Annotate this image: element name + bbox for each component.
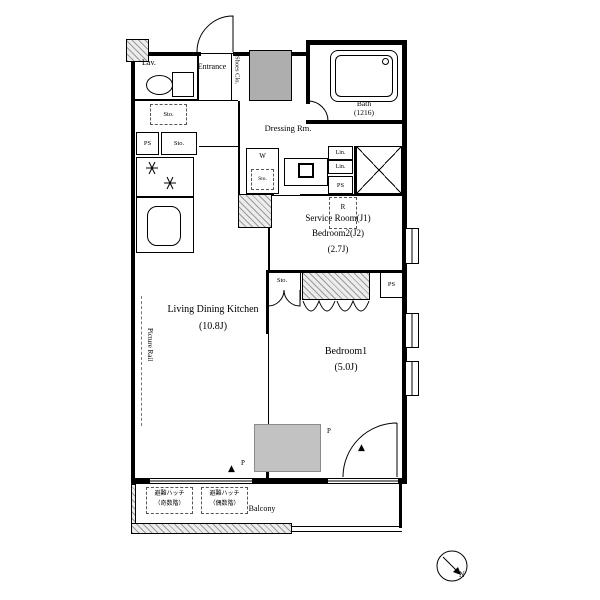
storage-upper-label: Sto.	[163, 111, 174, 118]
bedroom1-label: Bedroom1	[324, 346, 368, 357]
entrance-step-line	[199, 100, 238, 101]
side-window-bedroom-upper	[405, 313, 419, 348]
wall-bath-bottom	[306, 120, 406, 124]
linen-2-label: Lin.	[335, 164, 346, 170]
kitchen-stove	[136, 157, 194, 197]
side-window-service	[405, 228, 419, 264]
balcony-railing	[292, 526, 402, 532]
wall-closet-separator	[300, 272, 301, 300]
side-window-bedroom-lower	[405, 361, 419, 396]
window-bedroom-balcony	[328, 478, 398, 484]
compass-needle	[442, 556, 458, 572]
entrance-threshold-line	[201, 53, 233, 54]
wall-left	[131, 52, 135, 484]
ldk-area-label: (10.8J)	[198, 321, 228, 332]
ldk-label: Living Dining Kitchen	[167, 304, 259, 315]
toilet-tank	[172, 72, 194, 97]
wall-dressing-left	[238, 101, 240, 195]
evacuation-hatch-odd: 避難ハッチ （奇数階）	[146, 487, 193, 514]
storage-box-left: Sto.	[161, 132, 197, 155]
ldk-bedroom-sliding-door	[268, 334, 269, 430]
entrance-door-arc	[196, 15, 234, 53]
pipe-space-left-label: PS	[143, 140, 152, 147]
picture-rail-label: Picture Rail	[146, 328, 155, 362]
evacuation-hatch-odd-line1: 避難ハッチ	[154, 491, 185, 497]
evacuation-hatch-odd-line2: （奇数階）	[154, 501, 185, 507]
pipe-label-bedroom: P	[327, 427, 331, 435]
closet-row-storage-label: Sto.	[276, 277, 288, 284]
evacuation-hatch-even: 避難ハッチ （偶数階）	[201, 487, 248, 514]
washer-label: W	[259, 152, 266, 160]
window-marker-bedroom: ▲	[358, 443, 365, 453]
hall-step-line	[199, 146, 238, 147]
pipe-space-dressing-label: PS	[336, 182, 345, 189]
window-ldk-balcony	[150, 478, 252, 484]
storage-left-label: Sto.	[173, 140, 185, 147]
linen-shelf-2: Lin.	[328, 160, 353, 174]
pipe-label-ldk: P	[241, 459, 245, 467]
entrance-label: Entrance	[197, 62, 227, 71]
service-room-name: Service Room(J1)	[305, 213, 371, 223]
vanity-basin	[298, 163, 314, 178]
bath-door-arc	[307, 100, 329, 122]
wall-lav-bottom	[133, 99, 199, 101]
refrigerator-label: R	[340, 203, 346, 211]
balcony-partition-block	[254, 424, 321, 472]
closet-folding-door-symbol	[302, 299, 370, 312]
bathtub-drain	[382, 58, 389, 65]
wall-bottom	[131, 478, 407, 484]
wall-bath-left	[306, 42, 310, 104]
wall-hall-left	[197, 54, 199, 101]
wall-top-entrance	[133, 52, 201, 56]
bath-size-label: (1216)	[354, 108, 374, 117]
washer-storage-label: Sto.	[258, 176, 267, 182]
wall-dressing-bottom-b	[300, 194, 403, 196]
hall-storage-hatch	[238, 194, 272, 228]
bedroom1-area-label: (5.0J)	[334, 362, 358, 373]
balcony-bottom-wall	[131, 523, 292, 534]
dressing-room-label: Dressing Rm.	[264, 123, 312, 133]
pipe-space-bedroom: PS	[380, 272, 403, 298]
shoes-closet-block	[249, 50, 292, 101]
service-room-sliding-door	[274, 195, 300, 196]
pipe-space-bedroom-label: PS	[387, 281, 396, 288]
service-room-alt-name: Bedroom2(J2)	[312, 228, 364, 238]
toilet-bowl	[146, 75, 173, 95]
shoes-closet-label: Shoes Clo.	[233, 56, 241, 85]
evacuation-hatch-even-line1: 避難ハッチ	[209, 491, 240, 497]
vanity-counter	[284, 158, 328, 186]
washing-machine-space: W Sto.	[246, 148, 279, 194]
refrigerator-space: R	[329, 197, 357, 229]
wall-shoes-left	[231, 54, 232, 101]
wall-linen-divider	[354, 146, 356, 195]
evacuation-hatch-even-line2: （偶数階）	[209, 501, 240, 507]
kitchen-sink-basin	[147, 206, 181, 246]
washer-storage-box: Sto.	[251, 169, 274, 190]
wall-top-bath	[306, 40, 407, 45]
pipe-space-left: PS	[136, 132, 159, 155]
linen-1-label: Lin.	[335, 150, 346, 156]
corner-pillar-hatch	[126, 39, 149, 62]
balcony-right-edge	[399, 484, 402, 528]
wall-closet-row-top	[266, 270, 403, 273]
wall-right	[402, 40, 407, 484]
service-room-area: (2.7J)	[327, 244, 349, 254]
folding-closet-hatch	[302, 272, 370, 300]
service-room-closet	[356, 146, 402, 194]
lav-label: Lav.	[142, 58, 156, 67]
wall-service-left	[268, 228, 270, 272]
balcony-label: Balcony	[248, 504, 276, 513]
bedroom1-door-arc	[342, 422, 398, 478]
linen-shelf-1: Lin.	[328, 146, 353, 160]
window-marker-ldk: ▲	[228, 464, 235, 474]
storage-box-upper: Sto.	[150, 104, 187, 125]
picture-rail-line	[141, 296, 142, 426]
pipe-space-dressing: PS	[328, 176, 353, 194]
compass-north-label: N	[459, 570, 465, 579]
bath-label: Bath	[356, 99, 372, 108]
